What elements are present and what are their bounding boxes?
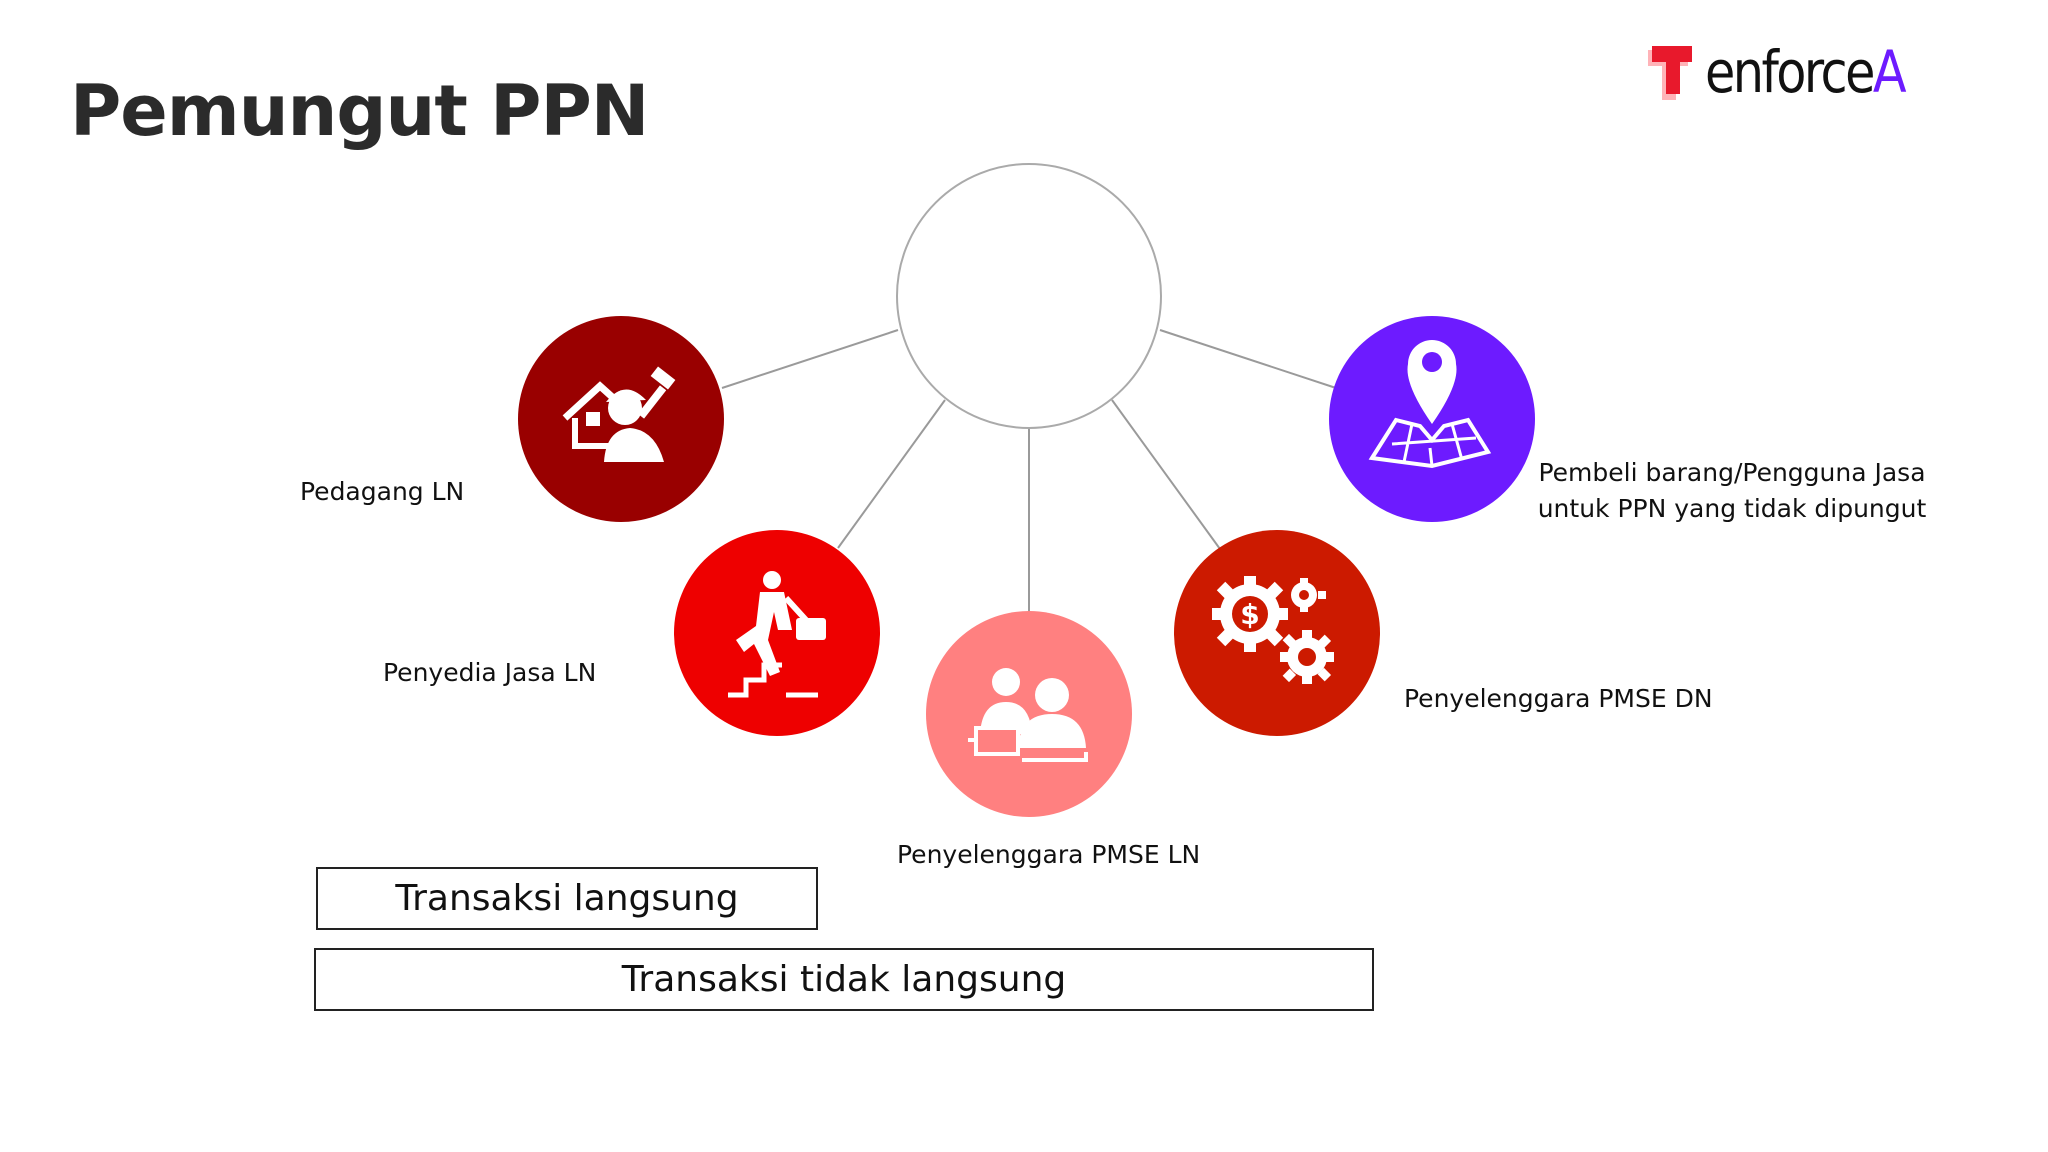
worker-house-icon [562,366,676,462]
connector-pembeli [1159,329,1337,389]
label-penyedia: Penyedia Jasa LN [383,658,597,687]
enforcea-logo: enforceA [1640,38,1940,108]
label-pmse-ln: Penyelenggara PMSE LN [897,840,1201,869]
legend-indirect-transaction: Transaksi tidak langsung [314,948,1374,1011]
page-title: Pemungut PPN [70,70,649,152]
connector-pedagang [721,329,899,389]
businessman-stairs-icon [728,571,826,698]
connector-pmse-dn [1111,399,1221,550]
node-pmse-ln [926,611,1132,817]
node-pedagang [518,316,724,522]
logo-mark-icon [1648,46,1692,100]
label-pedagang: Pedagang LN [300,477,465,506]
hub-circle [896,163,1162,429]
logo-wordmark: enforceA [1705,38,1907,106]
svg-text:$: $ [1240,598,1259,631]
node-pmse-dn: $ [1174,530,1380,736]
node-pembeli [1329,316,1535,522]
label-pembeli: Pembeli barang/Pengguna Jasa untuk PPN y… [1537,458,1927,523]
map-pin-icon [1368,340,1492,469]
node-penyedia [674,530,880,736]
connector-penyedia [837,399,946,549]
label-pmse-dn: Penyelenggara PMSE DN [1404,684,1713,713]
people-laptop-icon [968,668,1088,762]
legend-direct-transaction: Transaksi langsung [316,867,818,930]
gears-dollar-icon: $ [1212,576,1334,684]
